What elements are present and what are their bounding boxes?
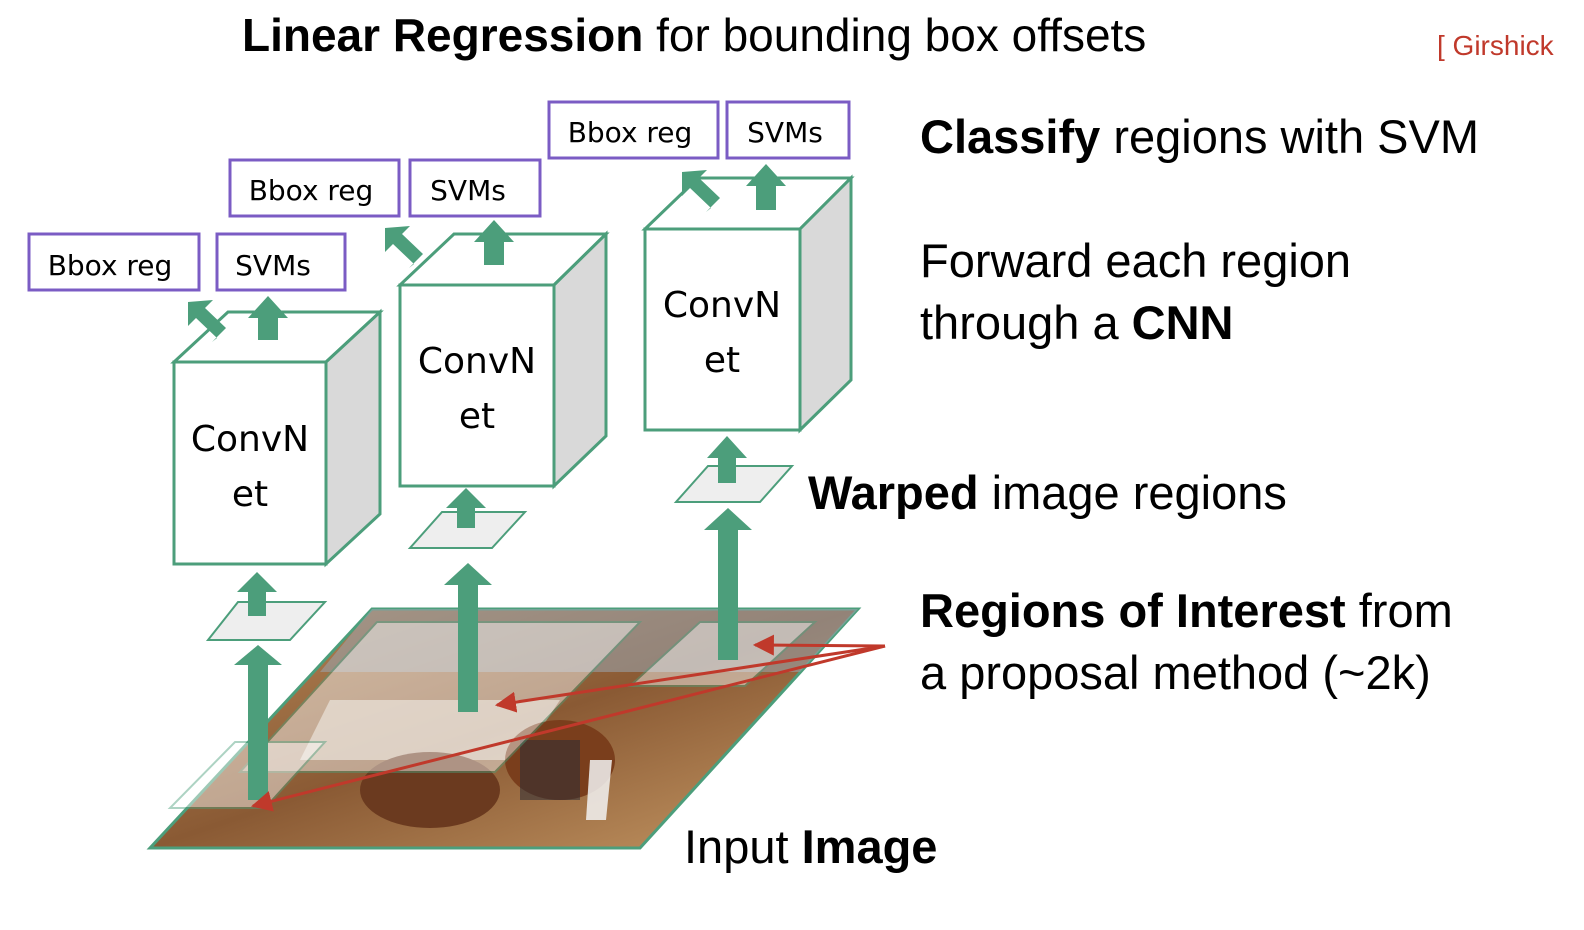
slide-title: Linear Regression for bounding box offse… — [242, 8, 1146, 62]
arrow-up-icon — [234, 645, 282, 800]
classify-annotation: Classify regions with SVM — [920, 106, 1479, 168]
svms-box — [215, 232, 347, 292]
arrow-up-icon — [446, 488, 486, 528]
arrow-up-icon — [474, 220, 514, 265]
warped-bold: Warped — [808, 466, 979, 519]
convnet-label-line2: et — [704, 340, 740, 381]
warped-region — [205, 601, 328, 641]
regions-line2: a proposal method (~2k) — [920, 646, 1431, 699]
svms-label: SVMs — [430, 174, 506, 207]
pipeline-middle: ConvN et Bbox reg SVMs — [228, 158, 610, 712]
convnet-label-line2: et — [459, 396, 495, 437]
forward-line2: through a CNN — [920, 292, 1351, 354]
bbox-reg-box — [547, 100, 720, 160]
arrow-up-icon — [707, 436, 747, 483]
input-plain: Input — [684, 820, 802, 873]
input-image-annotation: Input Image — [684, 816, 937, 878]
warped-region — [407, 511, 528, 549]
citation: [ Girshick — [1437, 30, 1554, 61]
diagonal-arrow-icon — [188, 300, 226, 342]
input-bold: Image — [801, 820, 938, 873]
roi-pointer-arrows — [250, 634, 886, 812]
svms-label: SVMs — [747, 116, 823, 149]
classify-rest: regions with SVM — [1100, 110, 1480, 163]
convnet-label-line1: ConvN — [663, 285, 781, 326]
bbox-reg-box — [27, 232, 201, 292]
warped-rest: image regions — [978, 466, 1287, 519]
pipeline-left: ConvN et Bbox reg SVMs — [27, 232, 384, 800]
red-arrow-icon — [494, 644, 886, 713]
arrow-up-icon — [248, 296, 288, 340]
convnet-block — [172, 360, 328, 566]
convnet-block — [398, 283, 556, 488]
svms-label: SVMs — [235, 249, 311, 282]
arrow-up-icon — [444, 563, 492, 712]
forward-line2-plain: through a — [920, 296, 1132, 349]
arrow-up-icon — [704, 508, 752, 660]
diagonal-arrow-icon — [682, 170, 720, 212]
convnet-block — [643, 227, 802, 432]
regions-rest: from — [1345, 584, 1453, 637]
bbox-reg-box — [228, 158, 401, 218]
bbox-reg-label: Bbox reg — [568, 116, 693, 149]
regions-annotation: Regions of Interest from a proposal meth… — [920, 580, 1453, 704]
warped-annotation: Warped image regions — [808, 462, 1287, 524]
forward-annotation: Forward each region through a CNN — [920, 230, 1351, 354]
red-arrow-icon — [752, 634, 886, 656]
convnet-label-line1: ConvN — [191, 419, 309, 460]
arrow-up-icon — [746, 164, 786, 210]
forward-line2-bold: CNN — [1131, 296, 1234, 349]
classify-bold: Classify — [920, 110, 1101, 163]
svms-box — [725, 100, 851, 160]
convnet-label-line1: ConvN — [418, 341, 536, 382]
pipeline-right: ConvN et Bbox reg SVMs — [547, 100, 855, 660]
diagonal-arrow-icon — [385, 226, 423, 268]
arrow-up-icon — [237, 572, 277, 616]
warped-region — [673, 465, 795, 503]
bbox-reg-label: Bbox reg — [249, 174, 374, 207]
title-bold: Linear Regression — [242, 9, 644, 61]
red-arrow-icon — [250, 644, 886, 812]
svms-box — [408, 158, 542, 218]
regions-line1: Regions of Interest from — [920, 580, 1453, 642]
bbox-reg-label: Bbox reg — [48, 249, 173, 282]
forward-line1: Forward each region — [920, 234, 1352, 287]
regions-bold: Regions of Interest — [920, 584, 1346, 637]
title-rest: for bounding box offsets — [643, 9, 1147, 61]
convnet-label-line2: et — [232, 474, 268, 515]
